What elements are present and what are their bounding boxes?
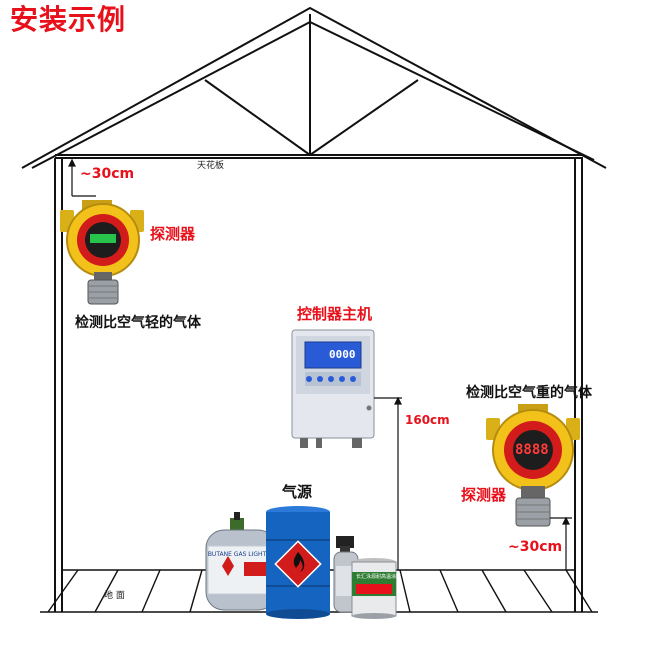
floor-label: 地 面 <box>104 591 125 601</box>
page-title: 安装示例 <box>10 3 127 36</box>
paint-can <box>351 558 397 619</box>
blue-barrel <box>266 506 330 619</box>
controller-label: 控制器主机 <box>297 305 373 323</box>
detector-left-label: 探测器 <box>150 225 196 243</box>
heavy-gas-label: 检测比空气重的气体 <box>466 385 592 401</box>
measure-bottom <box>550 516 572 570</box>
ceiling-label: 天花板 <box>197 161 225 171</box>
cylinder-label: BUTANE GAS LIGHTER <box>208 551 274 558</box>
distance-top-label: ~30cm <box>80 166 135 182</box>
detector-right-label: 探测器 <box>461 486 507 504</box>
detector-right <box>486 404 580 527</box>
detector-right-display: 8888 <box>515 442 549 458</box>
controller-unit <box>291 329 375 448</box>
house-walls <box>54 157 583 612</box>
measure-controller <box>374 396 402 570</box>
controller-display: 0000 <box>329 348 356 361</box>
light-gas-label: 检测比空气轻的气体 <box>75 315 201 331</box>
gas-source-label: 气源 <box>282 483 313 501</box>
distance-bottom-label: ~30cm <box>508 539 563 555</box>
detector-left <box>60 200 144 305</box>
measure-top <box>68 158 96 197</box>
gas-cylinder: BUTANE GAS LIGHTER <box>205 512 277 611</box>
can-label: 长汇泳源耐高温涂料 <box>356 574 402 580</box>
distance-controller-label: 160cm <box>405 413 450 427</box>
house-roof <box>21 6 607 169</box>
